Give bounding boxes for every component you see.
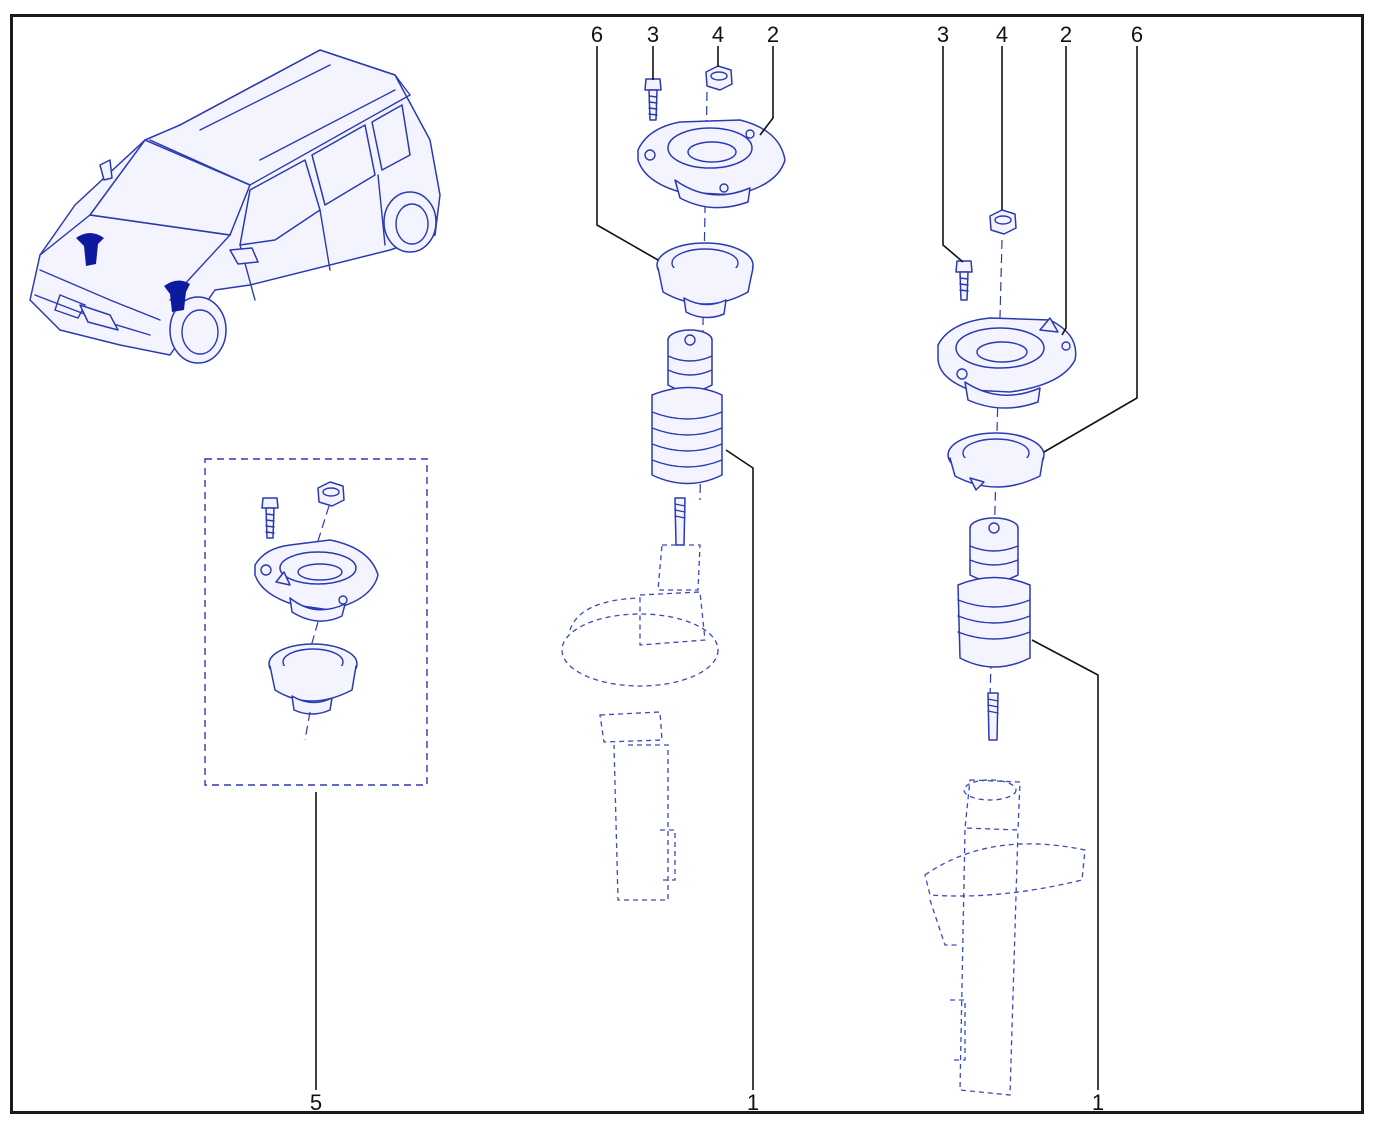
left-top-mount (637, 119, 786, 209)
kit-top-mount (254, 539, 379, 622)
leader-lines (315, 46, 1138, 1090)
callout-left-1: 1 (747, 1090, 759, 1115)
right-strut-body (924, 779, 1086, 1096)
left-bearing (656, 242, 754, 319)
right-nut (989, 209, 1017, 235)
callout-left-4: 4 (712, 22, 724, 47)
right-top-mount (937, 317, 1077, 409)
right-bearing (947, 432, 1045, 491)
diagram-frame (10, 14, 1364, 1114)
left-strut-assembly (561, 65, 786, 901)
kit-bolt (261, 497, 279, 539)
callout-right-3: 3 (937, 22, 949, 47)
callout-right-1: 1 (1092, 1090, 1104, 1115)
callout-left-3: 3 (647, 22, 659, 47)
kit-dashed-box (204, 458, 428, 786)
left-bolt (644, 78, 662, 121)
callout-labels: 6 3 4 2 1 3 4 2 6 1 5 (310, 22, 1143, 1115)
callout-right-6: 6 (1131, 22, 1143, 47)
upper-mount-kit (204, 458, 428, 786)
right-bump-stop-boot (957, 517, 1031, 668)
callout-kit-5: 5 (310, 1090, 322, 1115)
left-strut-body (561, 544, 719, 901)
right-strut-assembly (924, 209, 1086, 1096)
callout-left-6: 6 (591, 22, 603, 47)
callout-right-4: 4 (996, 22, 1008, 47)
callout-right-2: 2 (1060, 22, 1072, 47)
left-bump-stop-boot (651, 329, 723, 485)
left-nut (705, 65, 733, 91)
vehicle-illustration (29, 49, 441, 364)
kit-nut (317, 481, 345, 507)
kit-bearing (268, 643, 358, 715)
right-bolt (955, 260, 973, 301)
callout-left-2: 2 (767, 22, 779, 47)
